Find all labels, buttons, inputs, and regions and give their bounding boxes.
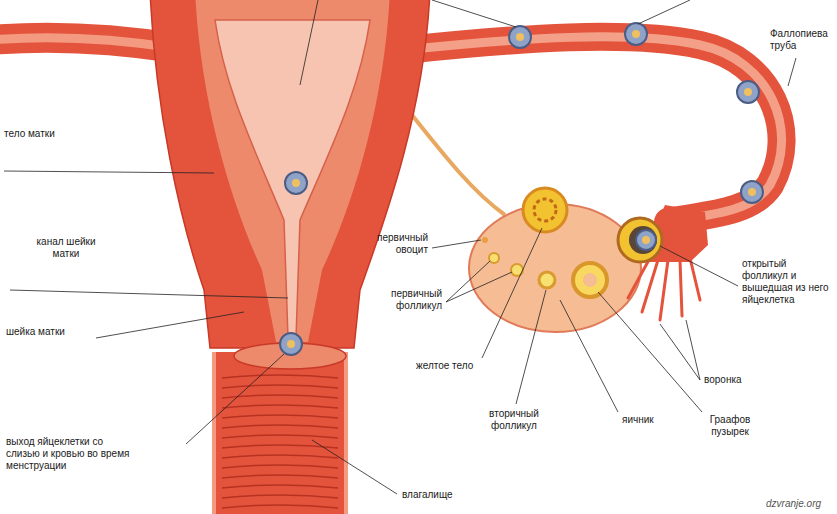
- leader-line: [446, 261, 490, 302]
- primary-oocyte: [482, 237, 488, 243]
- part-label: канал шейки матки: [30, 236, 102, 260]
- egg-nucleus: [748, 188, 756, 196]
- egg-membrane: [280, 333, 302, 355]
- vaginal-wall: [212, 352, 216, 514]
- part-label: желтое тело: [416, 360, 473, 372]
- part-label: вторичный фолликул: [474, 408, 554, 432]
- part-label: открытый фолликул и вышедшая из него яйц…: [742, 258, 834, 306]
- egg-cell: [737, 81, 759, 103]
- leader-line: [516, 290, 546, 404]
- ruga: [222, 485, 338, 488]
- part-label: воронка: [704, 374, 742, 386]
- corpus-luteum: [523, 188, 567, 232]
- egg-cell: [280, 333, 302, 355]
- egg-nucleus: [516, 33, 524, 41]
- egg-cell: [509, 26, 531, 48]
- tube-lumen: [0, 38, 175, 48]
- leader-line: [300, 0, 318, 85]
- part-label: первичный фолликул: [368, 288, 442, 312]
- part-label: Фаллопиева труба: [770, 28, 834, 52]
- primary-follicle: [489, 253, 499, 263]
- part-label: тело матки: [4, 128, 64, 140]
- egg-membrane: [741, 181, 763, 203]
- watermark: dzvranje.org: [766, 498, 821, 510]
- ruga: [222, 415, 338, 418]
- graafian-vesicle: [573, 263, 607, 297]
- leader-line: [446, 272, 512, 302]
- ruga: [222, 475, 338, 478]
- egg-membrane: [285, 172, 307, 194]
- leader-line: [186, 354, 284, 444]
- open-follicle-cavity: [629, 226, 657, 254]
- leader-line: [10, 290, 288, 298]
- leader-line: [96, 312, 244, 338]
- part-label: первичный овоцит: [366, 232, 428, 256]
- ovarian-ligament: [400, 100, 505, 215]
- vagina: [212, 352, 348, 514]
- corpus-luteum-core: [534, 199, 556, 221]
- egg-membrane: [509, 26, 531, 48]
- part-label: влагалище: [402, 489, 453, 501]
- egg-membrane: [625, 23, 647, 45]
- leader-line: [432, 0, 516, 27]
- leader-line: [660, 246, 738, 286]
- egg-nucleus: [744, 88, 752, 96]
- uterine-cavity: [215, 20, 370, 338]
- egg-cells: [280, 23, 763, 355]
- egg-cell: [741, 181, 763, 203]
- ruga: [222, 435, 338, 438]
- leader-line: [560, 300, 618, 412]
- leader-line: [432, 240, 481, 248]
- vaginal-wall: [344, 352, 348, 514]
- ruga: [222, 375, 338, 378]
- egg-cell: [285, 172, 307, 194]
- egg-membrane: [636, 230, 656, 250]
- part-label: Граафов пузырек: [690, 414, 770, 438]
- leader-line: [312, 440, 397, 494]
- fimbria: [642, 260, 658, 312]
- fallopian-tube: [405, 37, 782, 222]
- part-label: выход яйцеклетки со слизью и кровью во в…: [6, 436, 130, 472]
- ruga: [222, 425, 338, 428]
- graafian-cavity: [583, 273, 597, 287]
- leader-line: [686, 320, 700, 380]
- open-follicle: [618, 218, 662, 262]
- leader-line: [638, 0, 690, 24]
- ruga: [222, 465, 338, 468]
- uterus-wall: [150, 0, 430, 348]
- egg-nucleus: [292, 179, 300, 187]
- fimbriae: [628, 258, 700, 320]
- leader-lines: [4, 0, 796, 494]
- part-label: шейка матки: [6, 326, 96, 338]
- endometrium: [195, 0, 390, 342]
- secondary-follicle: [539, 272, 555, 288]
- leader-line: [660, 324, 700, 380]
- egg-cell: [636, 230, 656, 250]
- leader-line: [598, 292, 702, 412]
- leader-line: [788, 58, 796, 86]
- egg-nucleus: [642, 236, 650, 244]
- tube-lumen: [405, 37, 782, 222]
- egg-nucleus: [287, 340, 295, 348]
- ruga: [222, 455, 338, 458]
- ruga: [222, 385, 338, 388]
- ruga: [222, 505, 338, 508]
- fallopian-tube: [0, 38, 175, 48]
- egg-cell: [625, 23, 647, 45]
- fimbria: [660, 260, 668, 320]
- fimbria: [680, 260, 682, 316]
- part-label: яичник: [622, 414, 654, 426]
- ruga: [222, 405, 338, 408]
- egg-nucleus: [632, 30, 640, 38]
- primary-follicle: [511, 264, 523, 276]
- leader-line: [4, 171, 214, 173]
- egg-membrane: [737, 81, 759, 103]
- ruga: [222, 495, 338, 498]
